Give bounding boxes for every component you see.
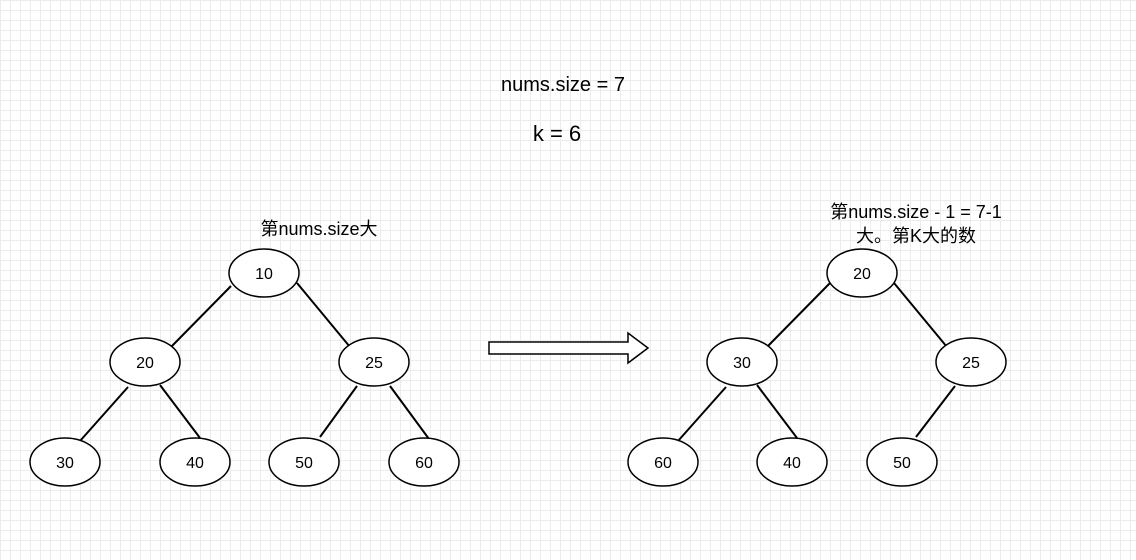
node-value: 10 [255, 266, 273, 283]
node-value: 20 [853, 266, 871, 283]
left-tree-node: 50 [268, 437, 340, 487]
left-tree-node: 30 [29, 437, 101, 487]
left-tree-node: 10 [228, 248, 300, 298]
node-value: 40 [783, 455, 801, 472]
right-tree-caption-line1: 第nums.size - 1 = 7-1 [830, 202, 1002, 222]
right-tree-node: 50 [866, 437, 938, 487]
nums-size-text: nums.size = 7 [501, 74, 625, 96]
right-arrow-icon [488, 331, 650, 365]
edge [170, 285, 232, 348]
right-tree-node: 25 [935, 337, 1007, 387]
node-value: 50 [893, 455, 911, 472]
edge [766, 282, 831, 348]
node-value: 60 [654, 455, 672, 472]
node-value: 25 [962, 355, 980, 372]
left-tree-node: 25 [338, 337, 410, 387]
edge [296, 282, 351, 348]
right-tree-caption-line2: 大。第K大的数 [856, 226, 976, 246]
node-value: 20 [136, 355, 154, 372]
node-value: 25 [365, 355, 383, 372]
node-value: 60 [415, 455, 433, 472]
right-tree-node: 60 [627, 437, 699, 487]
left-tree-node: 20 [109, 337, 181, 387]
edge [319, 385, 358, 438]
edge [677, 386, 727, 442]
edge [756, 384, 798, 439]
right-tree-edges [677, 282, 956, 442]
edge [389, 385, 430, 440]
node-value: 30 [733, 355, 751, 372]
left-tree-node: 40 [159, 437, 231, 487]
node-value: 40 [186, 455, 204, 472]
left-tree-edges [79, 282, 430, 442]
edge [915, 385, 956, 438]
node-value: 50 [295, 455, 313, 472]
edge [159, 384, 201, 439]
edge [79, 386, 129, 442]
edge [893, 282, 948, 348]
node-value: 30 [56, 455, 74, 472]
left-tree-node: 60 [388, 437, 460, 487]
k-value-text: k = 6 [533, 121, 581, 146]
right-tree-node: 30 [706, 337, 778, 387]
right-tree-node: 40 [756, 437, 828, 487]
left-tree-caption: 第nums.size大 [260, 219, 377, 239]
right-tree-node: 20 [826, 248, 898, 298]
